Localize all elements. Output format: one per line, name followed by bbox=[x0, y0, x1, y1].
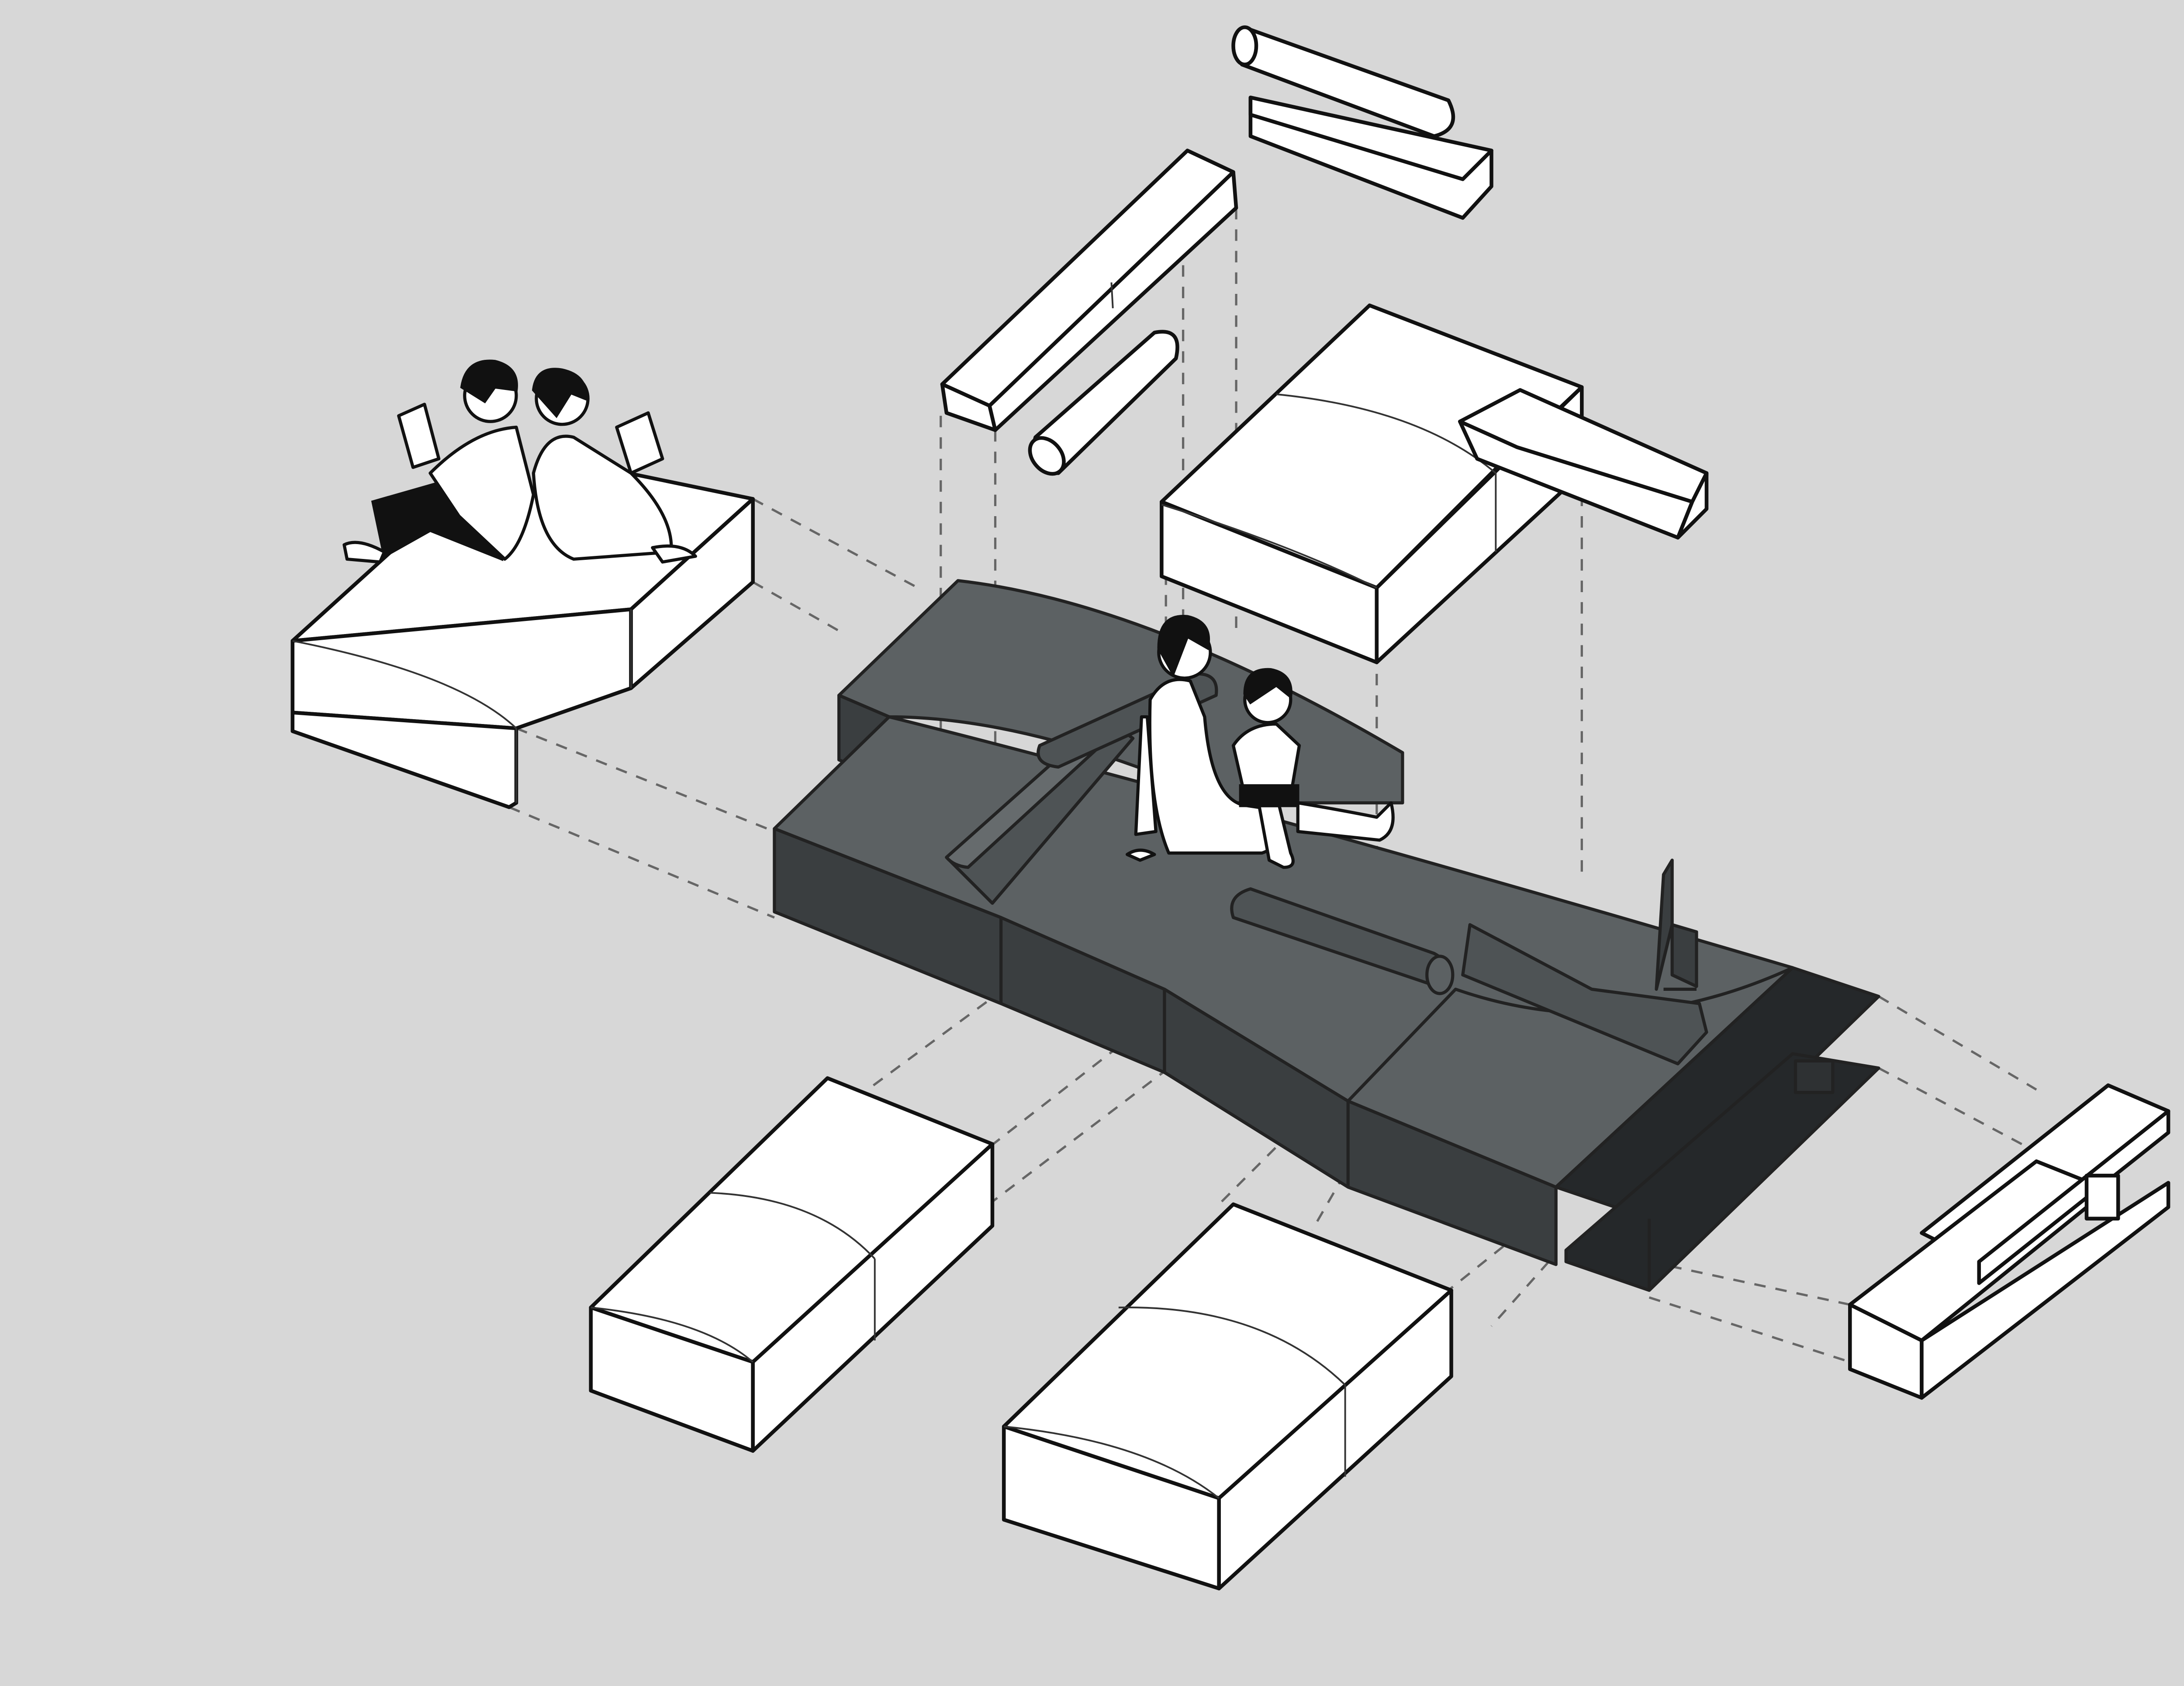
assembled-laptop-icon bbox=[1655, 859, 1698, 991]
reading-couple bbox=[342, 359, 697, 564]
sofa-module-lower-left bbox=[589, 1076, 995, 1453]
bolster-roll-pair bbox=[1231, 25, 1493, 220]
side-table-shelf bbox=[1848, 1083, 2170, 1400]
assembled-backrest-right bbox=[1461, 923, 1708, 1065]
armrest-cushion-right bbox=[1458, 388, 1709, 540]
seated-child bbox=[1231, 668, 1395, 869]
round-bolster bbox=[1028, 330, 1179, 476]
assembled-sofa bbox=[773, 579, 1880, 1292]
sofa-module-lower-center bbox=[1002, 1202, 1453, 1591]
assembled-tray-lower bbox=[1564, 1052, 1880, 1292]
armrest-cushion-long bbox=[940, 148, 1238, 432]
assembled-tray-box bbox=[1794, 1059, 1835, 1094]
